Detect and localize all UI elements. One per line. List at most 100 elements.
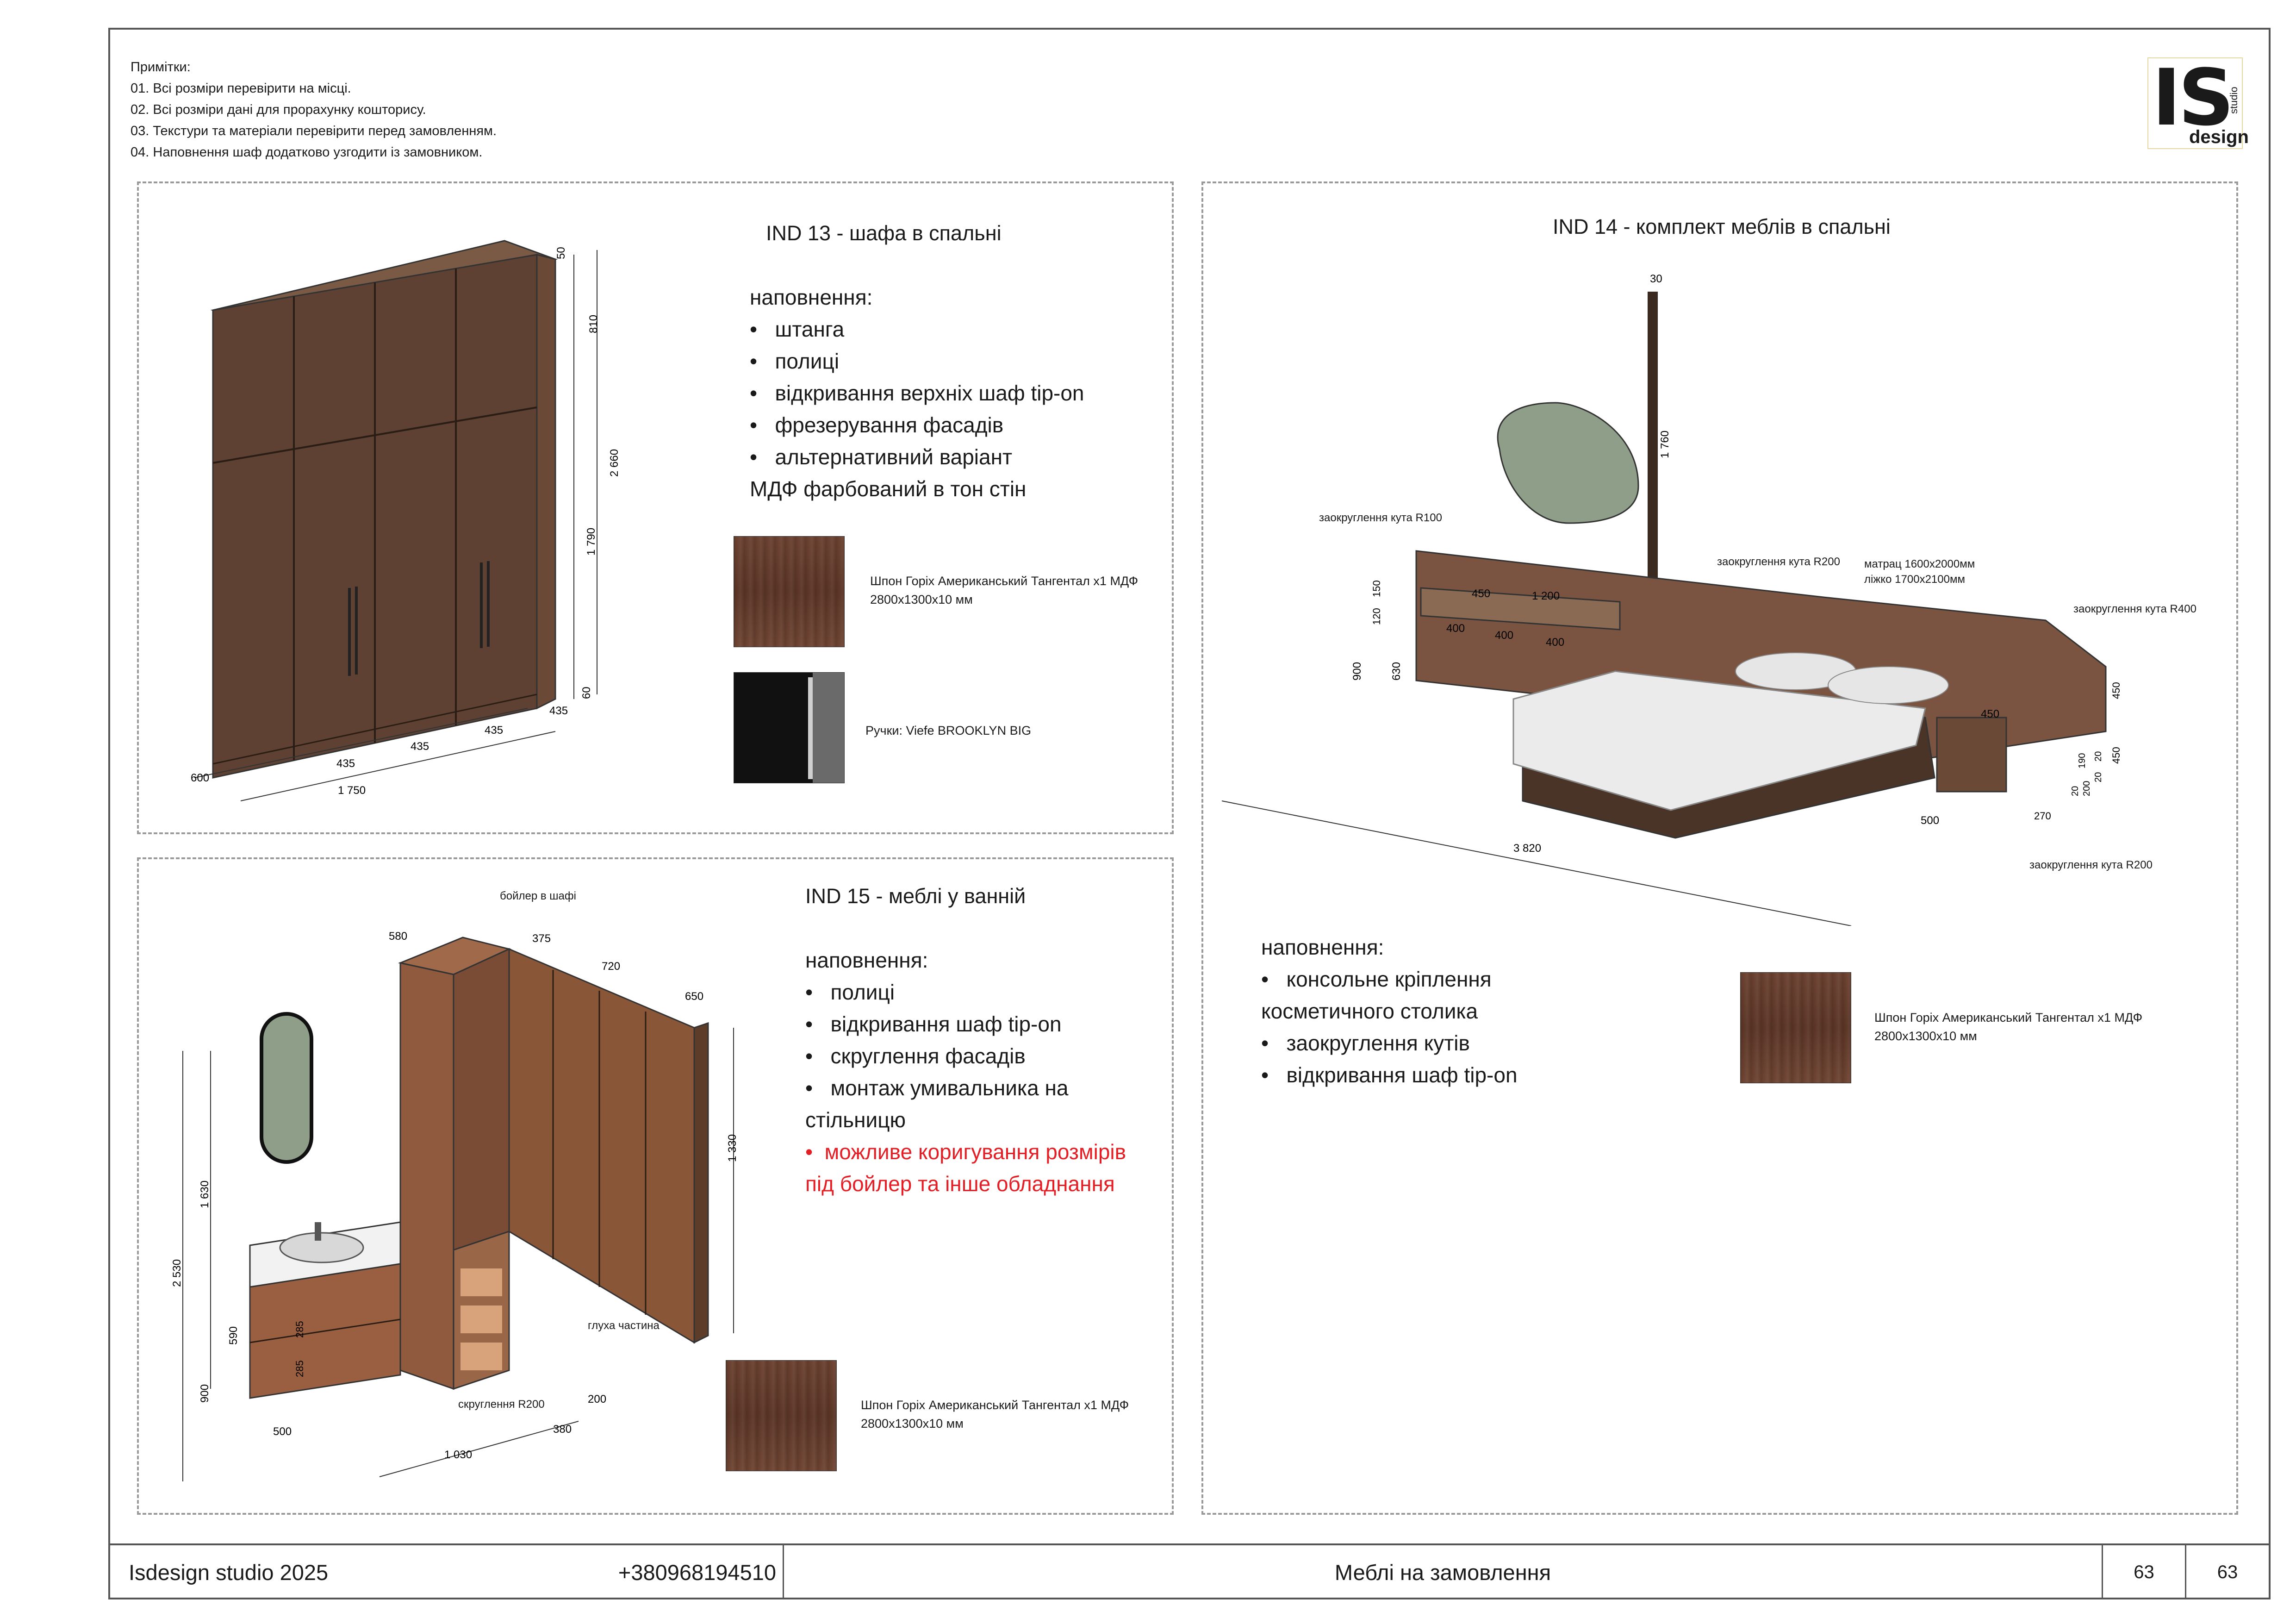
ind13-wardrobe-drawing: 50 810 2 660 1 790 60 600 1 750 435 435 … [191, 240, 621, 801]
dim-270: 270 [2034, 810, 2051, 822]
note-item: 02. Всі розміри дані для прорахунку кошт… [131, 102, 426, 117]
dim-720: 720 [602, 960, 620, 973]
dim-580: 580 [389, 930, 407, 943]
fill-item: • заокруглення кутів [1261, 1031, 1470, 1055]
fill-item: • монтаж умивальника на [805, 1076, 1069, 1100]
dim-depth: 600 [191, 772, 209, 784]
dim-w3: 435 [485, 724, 503, 737]
dim-upper: 810 [587, 315, 600, 333]
fill-item: • консольне кріплення [1261, 967, 1492, 991]
ind14-material: Шпон Горіх Американський Тангентал x1 МД… [1874, 1011, 2143, 1043]
ind14-label-r100: заокруглення кута R100 [1319, 512, 1442, 524]
dim-900: 900 [1351, 662, 1363, 681]
dim-1330: 1 330 [726, 1134, 739, 1162]
dim-2530: 2 530 [171, 1259, 183, 1287]
dim-plinth: 60 [580, 687, 593, 699]
dim-w4: 435 [549, 705, 568, 717]
dim-450a: 450 [1472, 587, 1490, 600]
ind14-walnut-swatch [1740, 972, 1851, 1083]
fill-item: • полиці [805, 980, 895, 1004]
dim-590: 590 [227, 1326, 240, 1345]
dim-500: 500 [1921, 814, 1939, 827]
dim-285b: 285 [294, 1360, 305, 1377]
dim-30: 30 [1650, 273, 1662, 285]
note-item: 01. Всі розміри перевірити на місці. [131, 81, 351, 96]
panel-ind14 [1201, 181, 2238, 1515]
panel-ind15 [137, 857, 1174, 1515]
note-item: 04. Наповнення шаф додатково узгодити із… [131, 145, 483, 160]
logo-sub: design [2189, 127, 2249, 147]
dim-450d: 450 [2110, 747, 2122, 764]
footer-page-2: 63 [2217, 1562, 2238, 1582]
dim-900: 900 [199, 1384, 211, 1403]
dim-1200: 1 200 [1532, 590, 1560, 602]
ind14-label-mattress1: матрац 1600x2000мм [1864, 558, 1975, 570]
ind14-fill-list: наповнення: • консольне кріплення космет… [1261, 931, 1518, 1091]
fill-item: • фрезерування фасадів [750, 413, 1004, 437]
ind15-fill-list: наповнення: • полиці • відкривання шаф t… [805, 944, 1126, 1200]
dim-200: 200 [588, 1393, 606, 1405]
ind13-material1: Шпон Горіх Американський Тангентал x1 МД… [870, 574, 1139, 606]
ind14-label-r200a: заокруглення кута R200 [1717, 556, 1840, 568]
logo-main: IS [2152, 52, 2234, 143]
footer-page-1: 63 [2103, 1545, 2186, 1599]
studio-logo: IS design studio [2147, 52, 2249, 149]
fill-item: • скруглення фасадів [805, 1044, 1026, 1068]
dim-3820: 3 820 [1513, 842, 1541, 855]
dim-400a: 400 [1446, 622, 1465, 635]
fill-item: • відкривання верхніх шаф tip-on [750, 381, 1084, 405]
dim-1030: 1 030 [444, 1449, 472, 1461]
fill-item-cont: косметичного столика [1261, 999, 1478, 1023]
ind14-bedroom-drawing: 3 820 30 1 760 450 1 200 400 400 400 150… [1221, 273, 2122, 926]
dim-w2: 435 [411, 740, 429, 753]
fill-item-cont: стільницю [805, 1108, 906, 1132]
ind15-material: Шпон Горіх Американський Тангентал x1 МД… [861, 1398, 1129, 1430]
ind15-label-blind: глуха частина [588, 1319, 660, 1332]
fill-heading: наповнення: [805, 948, 928, 972]
dim-width: 1 750 [338, 784, 366, 797]
notes-block: Примітки: 01. Всі розміри перевірити на … [131, 56, 497, 163]
ind13-walnut-swatch [734, 536, 845, 647]
fill-heading: наповнення: [1261, 935, 1384, 959]
fill-tail: МДФ фарбований в тон стін [750, 477, 1027, 501]
ind15-title: IND 15 - меблі у ванній [805, 884, 1026, 908]
dim-200: 200 [2082, 781, 2092, 796]
ind15-label-boiler: бойлер в шафі [500, 890, 576, 902]
dim-285a: 285 [294, 1321, 305, 1338]
footer: Isdesign studio 2025 +380968194510 Меблі… [108, 1543, 2271, 1599]
footer-title: Меблі на замовлення [784, 1545, 2103, 1599]
dim-650: 650 [685, 990, 703, 1003]
dim-150: 150 [1371, 580, 1382, 597]
dim-1760: 1 760 [1659, 431, 1671, 458]
fill-item: • полиці [750, 349, 840, 373]
dim-20b: 20 [2093, 772, 2103, 782]
fill-warning-cont: під бойлер та інше обладнання [805, 1172, 1115, 1196]
ind14-label-r200b: заокруглення кута R200 [2029, 859, 2153, 871]
ind14-title: IND 14 - комплект меблів в спальні [1553, 215, 1891, 238]
dim-400b: 400 [1495, 629, 1513, 642]
fill-warning: • можливе коригування розмірів [805, 1140, 1126, 1164]
ind15-label-r200: скруглення R200 [458, 1398, 545, 1411]
ind15-walnut-swatch [726, 1360, 837, 1471]
ind13-title: IND 13 - шафа в спальні [766, 221, 1002, 245]
fill-heading: наповнення: [750, 285, 873, 309]
dim-450b: 450 [1981, 708, 1999, 720]
dim-1630: 1 630 [199, 1181, 211, 1208]
dim-20c: 20 [2070, 786, 2080, 796]
fill-item: • відкривання шаф tip-on [805, 1012, 1062, 1036]
dim-total: 2 660 [608, 449, 621, 477]
ind13-handle-swatch [734, 672, 845, 783]
dim-top: 50 [555, 247, 567, 259]
dim-w1: 435 [336, 757, 355, 770]
ind14-label-mattress2: ліжко 1700x2100мм [1864, 573, 1965, 586]
page-frame [108, 28, 2271, 1599]
fill-item: • відкривання шаф tip-on [1261, 1063, 1518, 1087]
ind13-material2: Ручки: Viefe BROOKLYN BIG [865, 724, 1032, 737]
panel-ind13 [137, 181, 1174, 834]
dim-375: 375 [532, 932, 551, 945]
fill-item: • штанга [750, 317, 845, 341]
logo-vertical: studio [2228, 87, 2240, 114]
footer-phone: +380968194510 [585, 1545, 784, 1599]
fill-item: • альтернативний варіант [750, 445, 1013, 469]
notes-heading: Примітки: [131, 60, 191, 75]
